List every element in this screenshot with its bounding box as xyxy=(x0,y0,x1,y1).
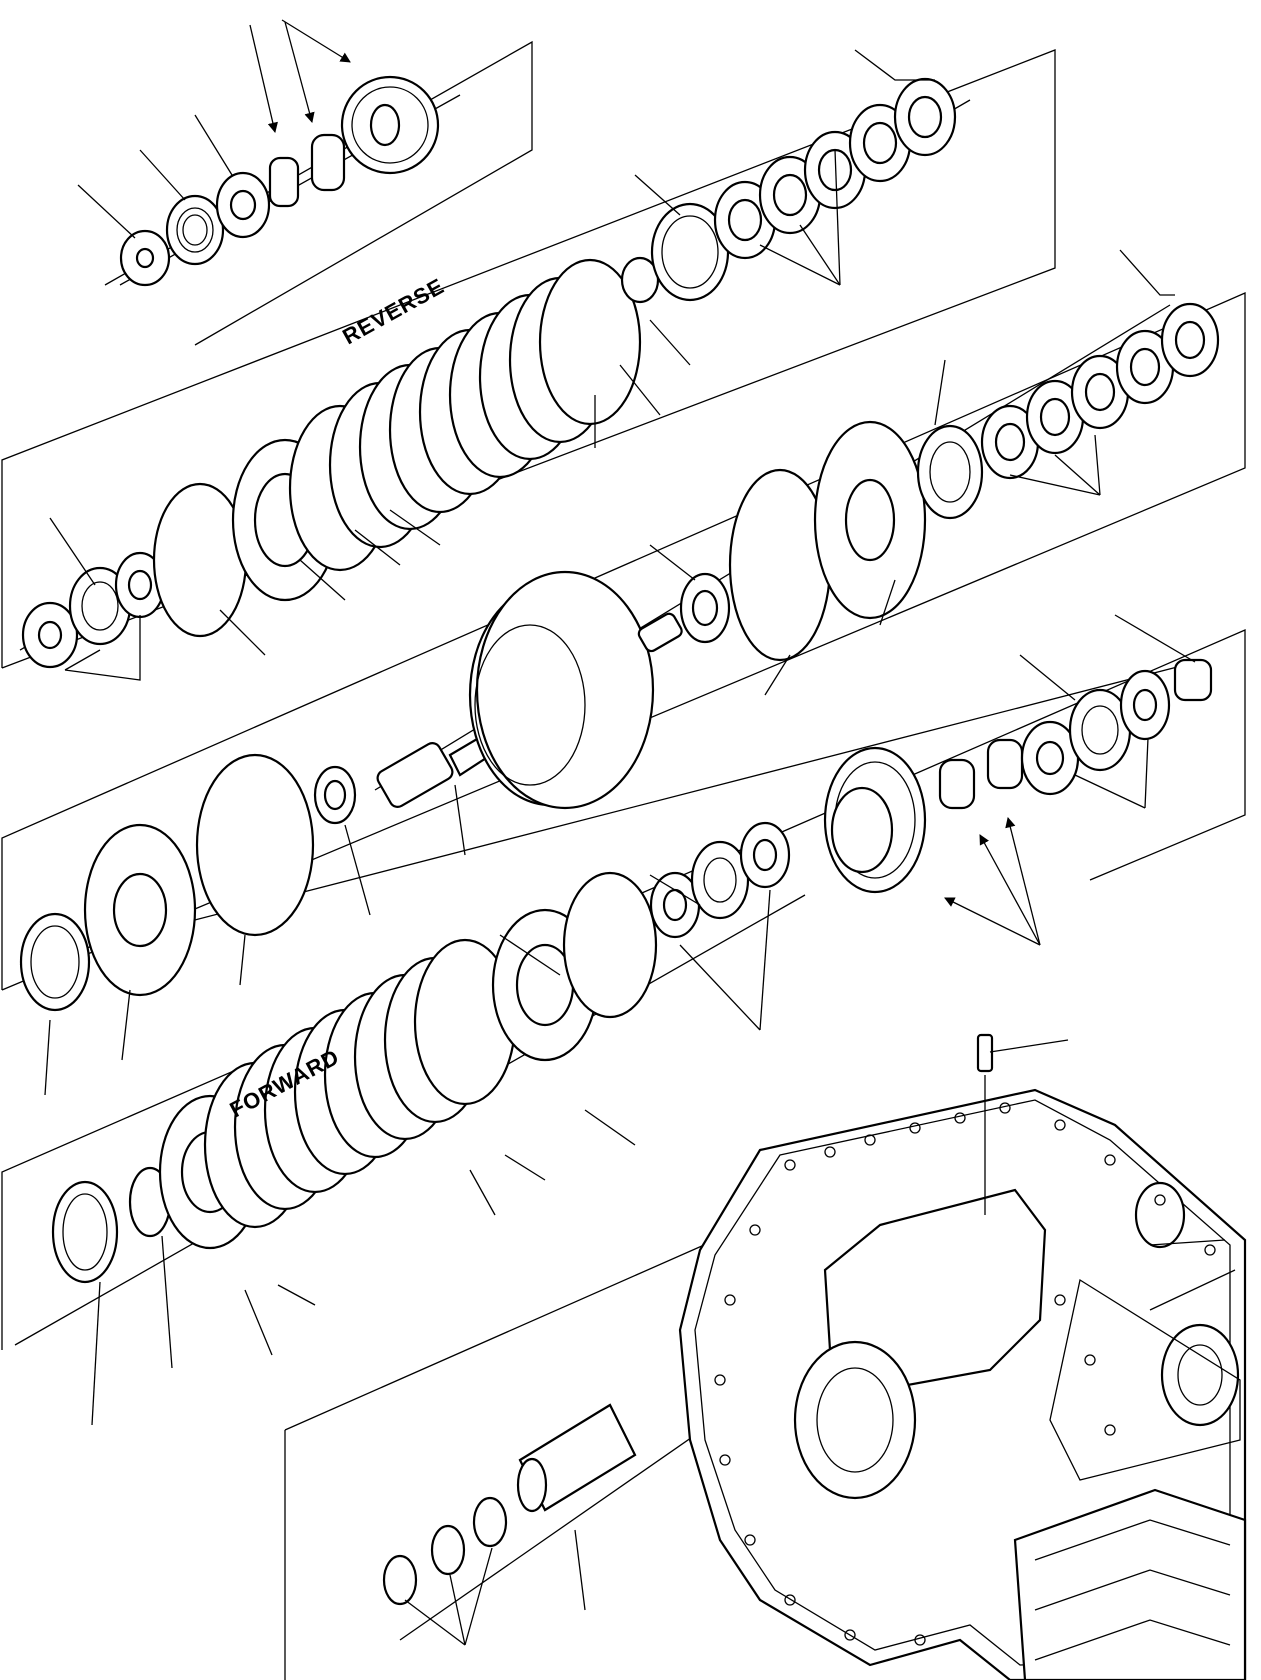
axis-line xyxy=(19,664,1186,966)
forward-upper-group xyxy=(19,614,1213,1096)
o-ring xyxy=(472,1496,508,1548)
clutch-hub-gear xyxy=(475,570,655,810)
shaft-spline xyxy=(637,612,683,653)
seal-ring xyxy=(916,424,984,520)
needle-bearing xyxy=(986,738,1024,790)
reverse-clutch-group: REVERSE xyxy=(19,49,971,681)
forward-clutch-group: FORWARD xyxy=(14,821,806,1426)
needle-bearing xyxy=(1173,658,1213,702)
snap-ring xyxy=(728,468,832,662)
o-ring xyxy=(382,1554,418,1606)
seal-ring xyxy=(19,912,91,1012)
transmission-housing xyxy=(678,1033,1247,1680)
stud xyxy=(976,1033,994,1073)
clutch-shaft-group xyxy=(374,249,1220,856)
needle-bearing xyxy=(268,156,300,208)
reverse-section-label: REVERSE xyxy=(338,273,448,349)
snap-ring xyxy=(562,871,658,1019)
needle-bearing xyxy=(310,133,346,192)
snap-ring xyxy=(152,482,248,638)
top-gear-group xyxy=(77,19,461,287)
friction-disc xyxy=(538,258,642,426)
sleeve-group xyxy=(382,1257,951,1646)
thrust-bearing xyxy=(690,840,750,920)
splined-shaft-end xyxy=(376,742,454,808)
o-ring xyxy=(430,1524,466,1576)
snap-ring xyxy=(195,753,315,937)
needle-bearing xyxy=(938,758,976,810)
thrust-bearing xyxy=(165,194,225,266)
